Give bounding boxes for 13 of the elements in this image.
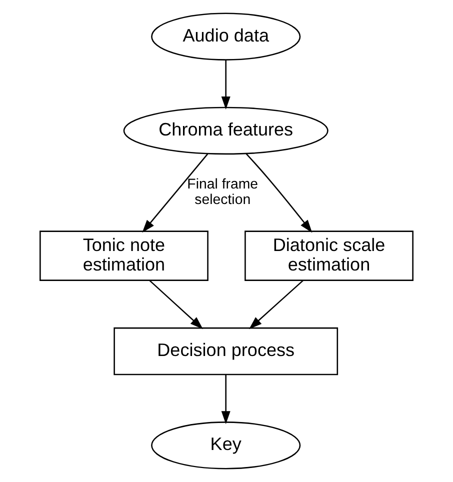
arrow	[249, 280, 304, 330]
node-ellipse: Audio data	[151, 12, 301, 60]
node-box: Decision process	[114, 327, 338, 376]
arrow	[221, 60, 230, 110]
node-ellipse: Key	[151, 422, 301, 470]
node-box: Tonic note estimation	[40, 230, 208, 281]
edge-label: Final frame selection	[187, 176, 258, 208]
node-ellipse: Chroma features	[123, 106, 328, 155]
arrow	[246, 153, 312, 233]
arrow	[221, 374, 230, 424]
node-box: Diatonic scale estimation	[244, 230, 414, 281]
arrow	[142, 154, 208, 233]
arrow	[149, 280, 203, 330]
